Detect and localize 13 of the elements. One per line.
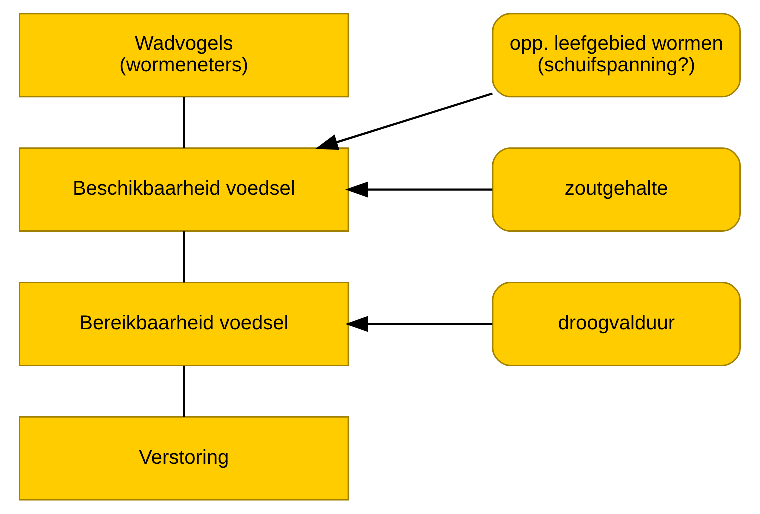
node-box: opp. leefgebied wormen (schuifspanning?)	[492, 13, 741, 98]
node-box: Wadvogels (wormeneters)	[19, 13, 350, 98]
arrow	[346, 182, 493, 198]
connector	[183, 366, 186, 418]
arrow	[346, 316, 493, 332]
node-box: droogvalduur	[492, 282, 741, 366]
arrow	[315, 92, 493, 150]
node-box: Beschikbaarheid voedsel	[19, 148, 350, 232]
node-box: Bereikbaarheid voedsel	[19, 282, 350, 366]
connector	[183, 232, 186, 283]
connector	[183, 97, 186, 148]
node-box: zoutgehalte	[492, 148, 741, 232]
node-box: Verstoring	[19, 416, 350, 501]
